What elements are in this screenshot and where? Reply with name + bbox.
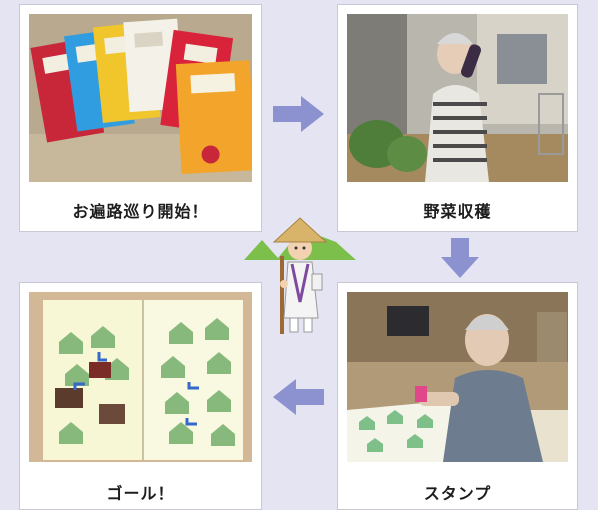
photo-stamp-map-book — [29, 292, 252, 462]
step-caption-stamp: スタンプ — [423, 484, 492, 503]
step-caption-harvest: 野菜収穫 — [423, 202, 492, 221]
photo-card-stamp: スタンプ — [337, 282, 578, 510]
photo-stamp-books — [29, 14, 252, 182]
photo-stamping — [347, 292, 568, 462]
arrow-left-icon — [273, 379, 324, 415]
photo-vegetable-harvest — [347, 14, 568, 182]
photo-card-goal: ゴール！ — [19, 282, 262, 510]
step-caption-start: お遍路巡り開始！ — [72, 202, 209, 221]
pilgrim-illustration-icon — [244, 217, 356, 334]
photo-card-start: お遍路巡り開始！ — [19, 4, 262, 232]
arrow-right-icon — [273, 96, 324, 132]
photo-card-harvest: 野菜収穫 — [337, 4, 578, 232]
arrow-down-icon — [441, 238, 479, 278]
step-caption-goal: ゴール！ — [106, 484, 175, 503]
